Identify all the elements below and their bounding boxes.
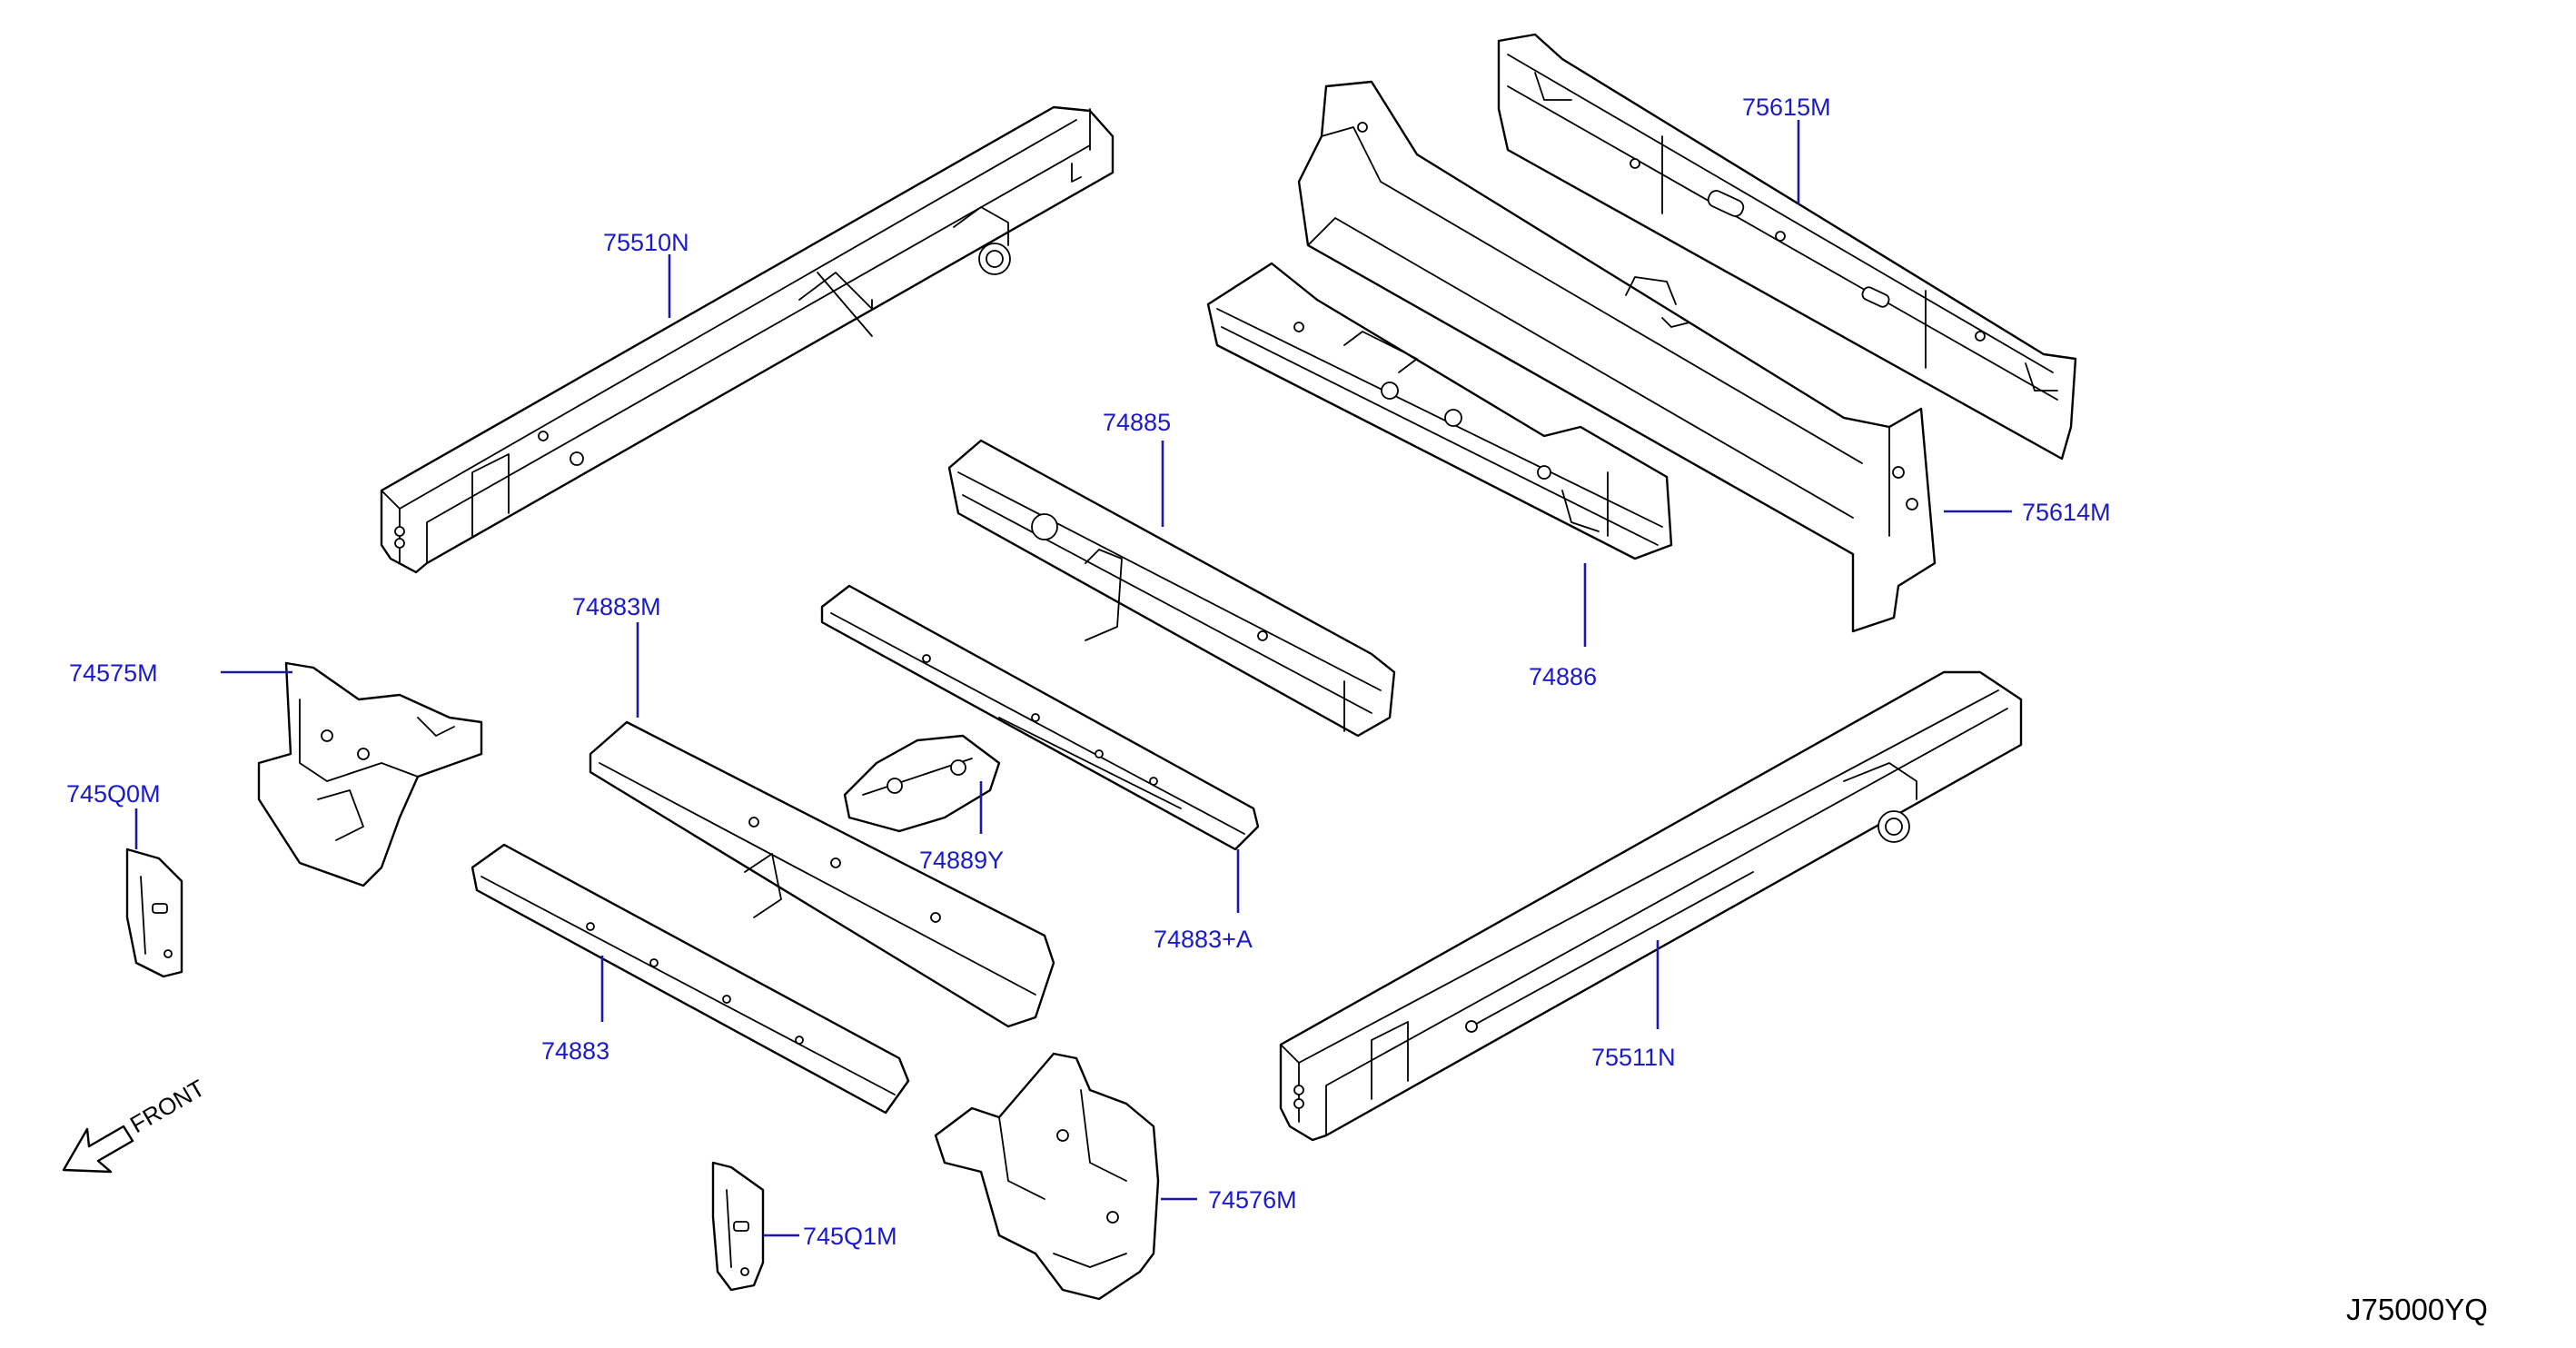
callout-74883A: 74883+A <box>1154 926 1253 953</box>
callout-74883: 74883 <box>541 1037 609 1065</box>
part-74883A-sill-channel <box>820 584 1260 851</box>
front-direction-indicator: FRONT <box>62 1074 210 1174</box>
callout-745Q0M: 745Q0M <box>66 780 161 808</box>
callout-745Q1M: 745Q1M <box>803 1223 897 1250</box>
callout-75511N: 75511N <box>1591 1044 1676 1071</box>
callout-74885: 74885 <box>1103 409 1171 436</box>
part-74889Y-bracket <box>843 734 1001 833</box>
front-arrow-icon <box>62 1125 134 1174</box>
part-74575M-bracket-assembly <box>257 661 483 887</box>
part-75615M-rear-panel <box>1497 33 2077 461</box>
part-745Q0M-small-bracket <box>125 847 183 978</box>
callout-74575M: 74575M <box>69 659 158 687</box>
callout-74576M: 74576M <box>1208 1186 1297 1214</box>
part-75511N-side-member <box>1279 670 2023 1142</box>
callout-75615M: 75615M <box>1742 94 1831 121</box>
diagram-reference-code: J75000YQ <box>2346 1293 2488 1326</box>
part-74576M-bracket-assembly <box>934 1052 1160 1301</box>
part-74886-cross-member <box>1206 262 1673 560</box>
part-74883-inner-sill <box>471 843 910 1115</box>
part-745Q1M-small-bracket <box>711 1161 765 1292</box>
callout-74889Y: 74889Y <box>919 847 1004 874</box>
callout-74886: 74886 <box>1529 663 1597 690</box>
callout-75614M: 75614M <box>2022 499 2111 526</box>
leader-lines <box>134 120 2012 1237</box>
callout-labels: 75510N 75615M 74885 75614M 74886 74883M … <box>66 94 2111 1250</box>
part-74883M-sill-channel <box>589 720 1055 1028</box>
part-75510N-side-member <box>380 105 1115 574</box>
front-label: FRONT <box>125 1074 210 1138</box>
callout-74883M: 74883M <box>572 593 661 620</box>
part-75614M-rear-cross-member <box>1297 80 1937 633</box>
part-74885-cross-channel <box>947 439 1396 738</box>
callout-75510N: 75510N <box>603 229 689 256</box>
